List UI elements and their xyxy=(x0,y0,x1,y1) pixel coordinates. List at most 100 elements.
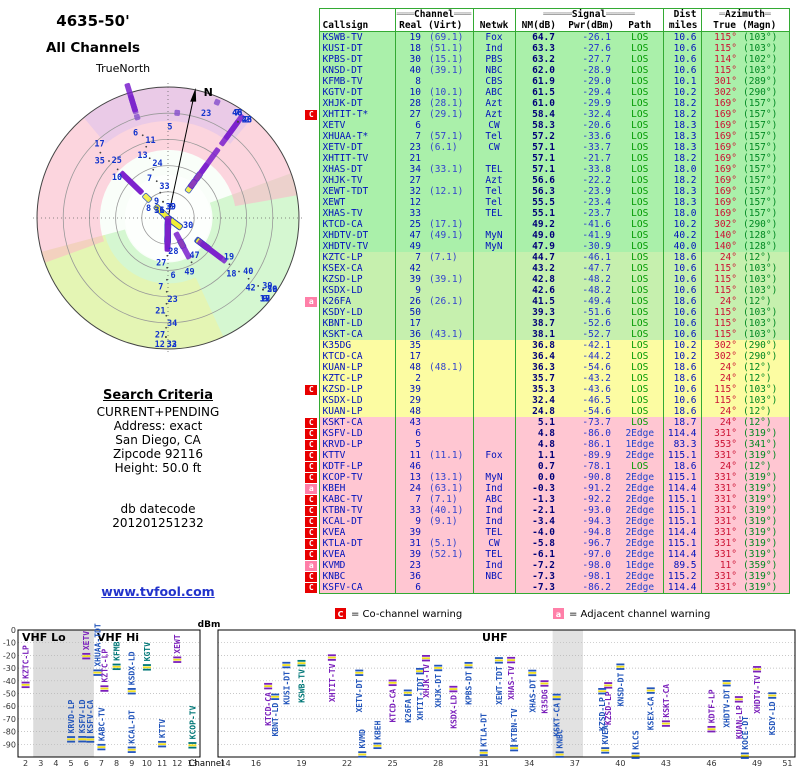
cell-pa: 2Edge xyxy=(617,549,663,560)
polar-channel-label: 27 xyxy=(156,259,166,269)
station-marker xyxy=(127,751,136,753)
cell-pw: -92.2 xyxy=(559,494,617,505)
cell-mi: 115.1 xyxy=(662,450,701,461)
cell-pa: LOS xyxy=(617,384,663,395)
polar-channel-label: 36 xyxy=(267,285,277,295)
cell-vi: (10.1) xyxy=(425,87,473,98)
cell-cs: KSDX-LD xyxy=(318,395,395,406)
cell-pa: 2Edge xyxy=(617,494,663,505)
cell-mi: 18.3 xyxy=(662,131,701,142)
cell-mg: (103°) xyxy=(739,43,790,54)
cell-nm: 36.8 xyxy=(514,340,559,351)
station-marker xyxy=(86,736,95,739)
station-marker xyxy=(449,685,458,688)
polar-channel-label: 49 xyxy=(184,267,194,277)
cell-re: 9 xyxy=(394,285,425,296)
cell-vi xyxy=(425,428,473,439)
interference-marker-cell: C xyxy=(304,571,319,582)
cell-mg: (319°) xyxy=(739,582,790,594)
polar-channel-label: 12 xyxy=(155,340,165,350)
station-label: XHTIT-TDT xyxy=(416,677,425,721)
cell-mi: 10.6 xyxy=(662,307,701,318)
polar-station-marker xyxy=(164,221,171,252)
interference-marker-cell xyxy=(304,65,319,76)
station-marker xyxy=(415,667,424,670)
station-marker xyxy=(297,662,306,665)
x-axis-tick-label: 6 xyxy=(84,759,89,768)
station-label: KLCS xyxy=(632,730,641,749)
polar-station-marker xyxy=(174,109,181,117)
cell-nm: 49.2 xyxy=(514,219,559,230)
station-marker xyxy=(631,752,640,755)
cell-vi: (13.1) xyxy=(425,472,473,483)
cell-pa: LOS xyxy=(617,340,663,351)
cell-mi: 10.6 xyxy=(662,31,701,43)
cell-re: 30 xyxy=(394,54,425,65)
tvfool-link[interactable]: www.tvfool.com xyxy=(101,584,215,599)
cell-mg: (319°) xyxy=(739,505,790,516)
cell-tr: 115° xyxy=(700,31,739,43)
cell-pw: -33.6 xyxy=(559,131,617,142)
station-marker xyxy=(661,724,670,727)
label-leader-dot xyxy=(155,180,158,183)
cell-nm: -7.2 xyxy=(514,560,559,571)
cell-tr: 24° xyxy=(700,362,739,373)
polar-channel-label: 43 xyxy=(242,116,252,126)
cell-pw: -43.2 xyxy=(559,373,617,384)
station-marker xyxy=(479,751,488,754)
cell-mg: (359°) xyxy=(739,560,790,571)
interference-marker-cell xyxy=(304,373,319,384)
x-axis-tick-label: 11 xyxy=(157,759,167,768)
interference-marker-cell: C xyxy=(304,516,319,527)
station-marker xyxy=(127,688,136,690)
cell-vi xyxy=(425,307,473,318)
station-label: K26FA xyxy=(404,699,413,723)
interference-marker-cell xyxy=(304,197,319,208)
cell-pa: LOS xyxy=(617,175,663,186)
polar-channel-label: 5 xyxy=(167,122,172,132)
cell-cs: KZSD-LP xyxy=(318,274,395,285)
cell-pw: -44.2 xyxy=(559,351,617,362)
station-marker xyxy=(100,685,109,688)
station-marker xyxy=(264,682,273,685)
cell-tr: 302° xyxy=(700,219,739,230)
adjacent-channel-legend-label: = Adjacent channel warning xyxy=(569,609,710,620)
cell-mi: 18.6 xyxy=(662,252,701,263)
interference-marker-cell xyxy=(304,395,319,406)
cell-pa: LOS xyxy=(617,186,663,197)
polar-station-marker xyxy=(142,192,153,203)
co-channel-marker: C xyxy=(305,495,318,505)
x-axis-tick-label: 14 xyxy=(220,759,230,768)
station-marker xyxy=(327,656,336,659)
cell-pa: 2Edge xyxy=(617,483,663,494)
station-marker xyxy=(646,687,655,690)
cell-mg: (319°) xyxy=(739,516,790,527)
cell-mg: (103°) xyxy=(739,263,790,274)
cell-nw: ABC xyxy=(472,494,515,505)
polar-channel-label: 18 xyxy=(226,269,236,279)
cell-pw: -46.1 xyxy=(559,252,617,263)
interference-marker-cell xyxy=(304,263,319,274)
cell-mi: 10.6 xyxy=(662,285,701,296)
y-axis-tick-label: 0 xyxy=(11,626,16,635)
cell-pw: -51.6 xyxy=(559,307,617,318)
cell-vi: (5.1) xyxy=(425,538,473,549)
cell-mi: 83.3 xyxy=(662,439,701,450)
cell-vi: (52.1) xyxy=(425,549,473,560)
cell-mi: 18.2 xyxy=(662,109,701,120)
cell-nm: 0.0 xyxy=(514,472,559,483)
cell-mg: (12°) xyxy=(739,373,790,384)
station-marker xyxy=(507,656,516,659)
cell-mi: 18.6 xyxy=(662,296,701,307)
cell-pa: LOS xyxy=(617,263,663,274)
cell-mi: 115.2 xyxy=(662,571,701,582)
